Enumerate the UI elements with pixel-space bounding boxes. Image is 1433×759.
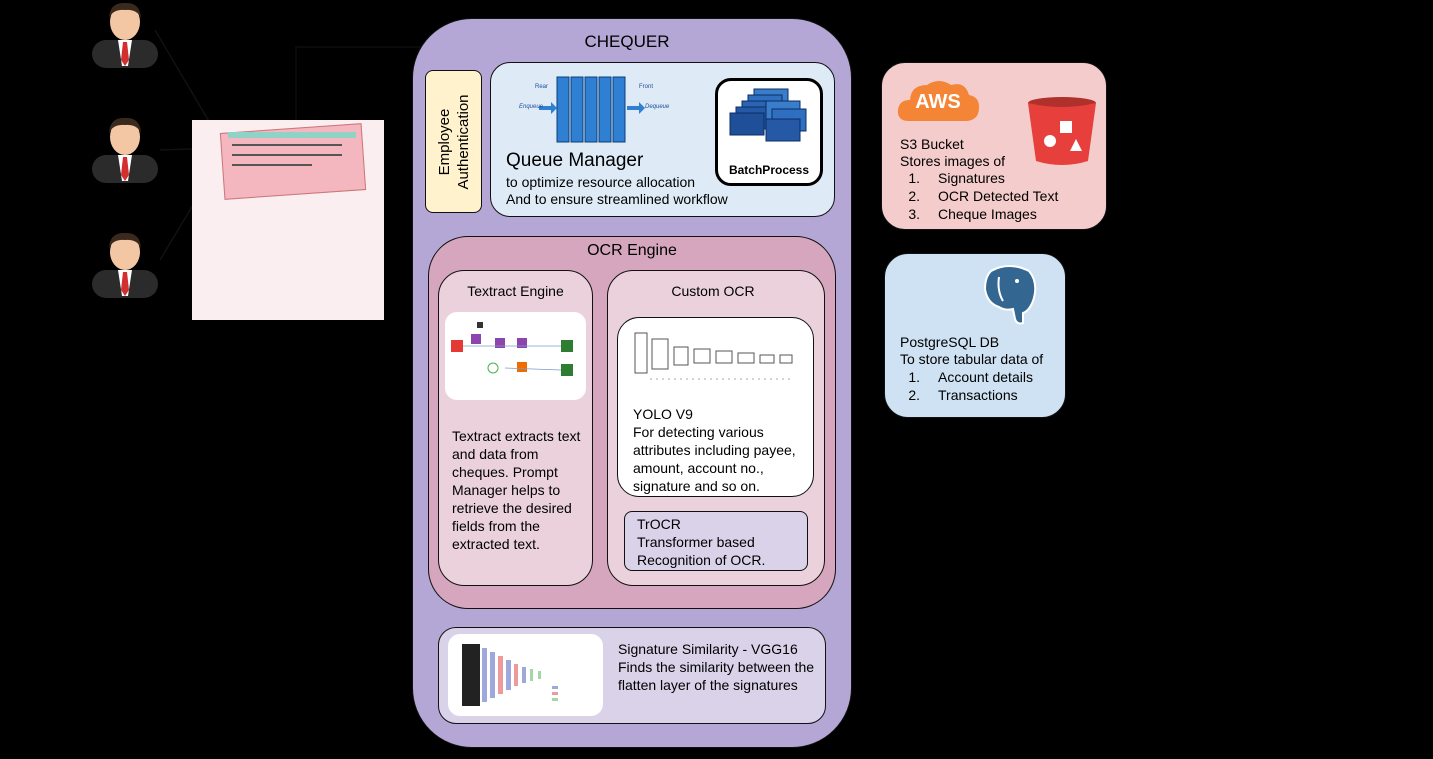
postgres-items: 1.Account details 2.Transactions bbox=[882, 368, 1033, 404]
signature-desc: Finds the similarity between the flatten… bbox=[618, 659, 815, 693]
person-icon bbox=[90, 230, 160, 298]
yolo-v9-box bbox=[617, 317, 814, 497]
ocr-engine-title: OCR Engine bbox=[587, 242, 677, 259]
chequer-title: CHEQUER bbox=[584, 32, 670, 51]
postgres-subtitle: To store tabular data of bbox=[900, 351, 1044, 367]
postgresql-elephant-icon bbox=[979, 263, 1041, 327]
postgres-title: PostgreSQL DB bbox=[900, 334, 1000, 350]
list-item: 3.Cheque Images bbox=[908, 206, 1037, 222]
trocr-desc-2: Recognition of OCR. bbox=[637, 552, 766, 568]
cheque-image bbox=[192, 120, 384, 320]
queue-icon: Rear Front Enqueue Dequeue bbox=[517, 72, 677, 147]
trocr-box bbox=[624, 511, 808, 571]
list-item: 1.Account details bbox=[908, 369, 1033, 385]
textract-architecture-image bbox=[445, 312, 586, 400]
queue-title: Queue Manager bbox=[506, 150, 644, 171]
person-icon bbox=[90, 115, 160, 183]
batch-process-icon: BatchProcess bbox=[715, 78, 823, 186]
queue-rear-label: Rear bbox=[535, 84, 549, 90]
batch-process-label: BatchProcess bbox=[728, 163, 810, 177]
queue-front-label: Front bbox=[639, 84, 654, 90]
postgresql-db bbox=[884, 253, 1066, 418]
queue-enqueue-label: Enqueue bbox=[519, 104, 544, 110]
queue-dequeue-label: Dequeue bbox=[645, 104, 670, 110]
list-item: 2.OCR Detected Text bbox=[908, 188, 1059, 204]
aws-logo-text: AWS bbox=[915, 91, 961, 113]
queue-desc-2: And to ensure streamlined workflow bbox=[506, 191, 728, 207]
signature-title: Signature Similarity - VGG16 bbox=[618, 641, 798, 657]
trocr-title: TrOCR bbox=[637, 516, 681, 532]
textract-title: Textract Engine bbox=[467, 283, 564, 299]
s3-title: S3 Bucket bbox=[900, 136, 964, 152]
s3-items: 1.Signatures 2.OCR Detected Text 3.Chequ… bbox=[882, 169, 1058, 223]
person-icon bbox=[90, 0, 160, 68]
aws-logo: AWS bbox=[895, 75, 981, 127]
trocr-desc-1: Transformer based bbox=[637, 534, 755, 550]
list-item: 1.Signatures bbox=[908, 170, 1005, 186]
vgg16-architecture-image bbox=[448, 634, 603, 716]
yolo-title: YOLO V9 bbox=[633, 406, 693, 422]
auth-line-2: Authentication bbox=[454, 93, 472, 190]
s3-bucket-icon bbox=[1026, 95, 1098, 167]
textract-desc: Textract extracts text and data from che… bbox=[452, 428, 581, 552]
s3-subtitle: Stores images of bbox=[900, 153, 1006, 169]
yolo-desc: For detecting various attributes includi… bbox=[633, 424, 796, 494]
list-item: 2.Transactions bbox=[908, 387, 1018, 403]
custom-ocr-title: Custom OCR bbox=[671, 283, 755, 299]
queue-desc-1: to optimize resource allocation bbox=[506, 174, 696, 190]
yolo-architecture-image bbox=[630, 325, 805, 390]
auth-line-1: Employee bbox=[435, 108, 453, 175]
